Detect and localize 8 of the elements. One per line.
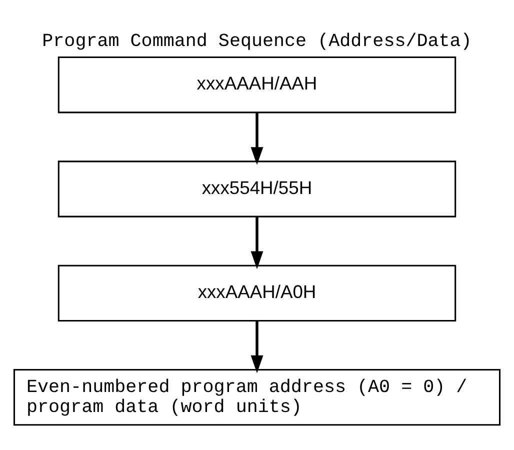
node-box: xxxAAAH/A0H	[58, 264, 456, 322]
arrow	[250, 321, 264, 374]
node-box: Even-numbered program address (A0 = 0) / program data (word units)	[13, 368, 501, 426]
arrow	[250, 217, 264, 270]
arrow	[250, 112, 264, 165]
diagram-title: Program Command Sequence (Address/Data)	[42, 30, 472, 52]
node-box: xxxAAAH/AAH	[58, 56, 456, 114]
node-box: xxx554H/55H	[58, 160, 456, 218]
